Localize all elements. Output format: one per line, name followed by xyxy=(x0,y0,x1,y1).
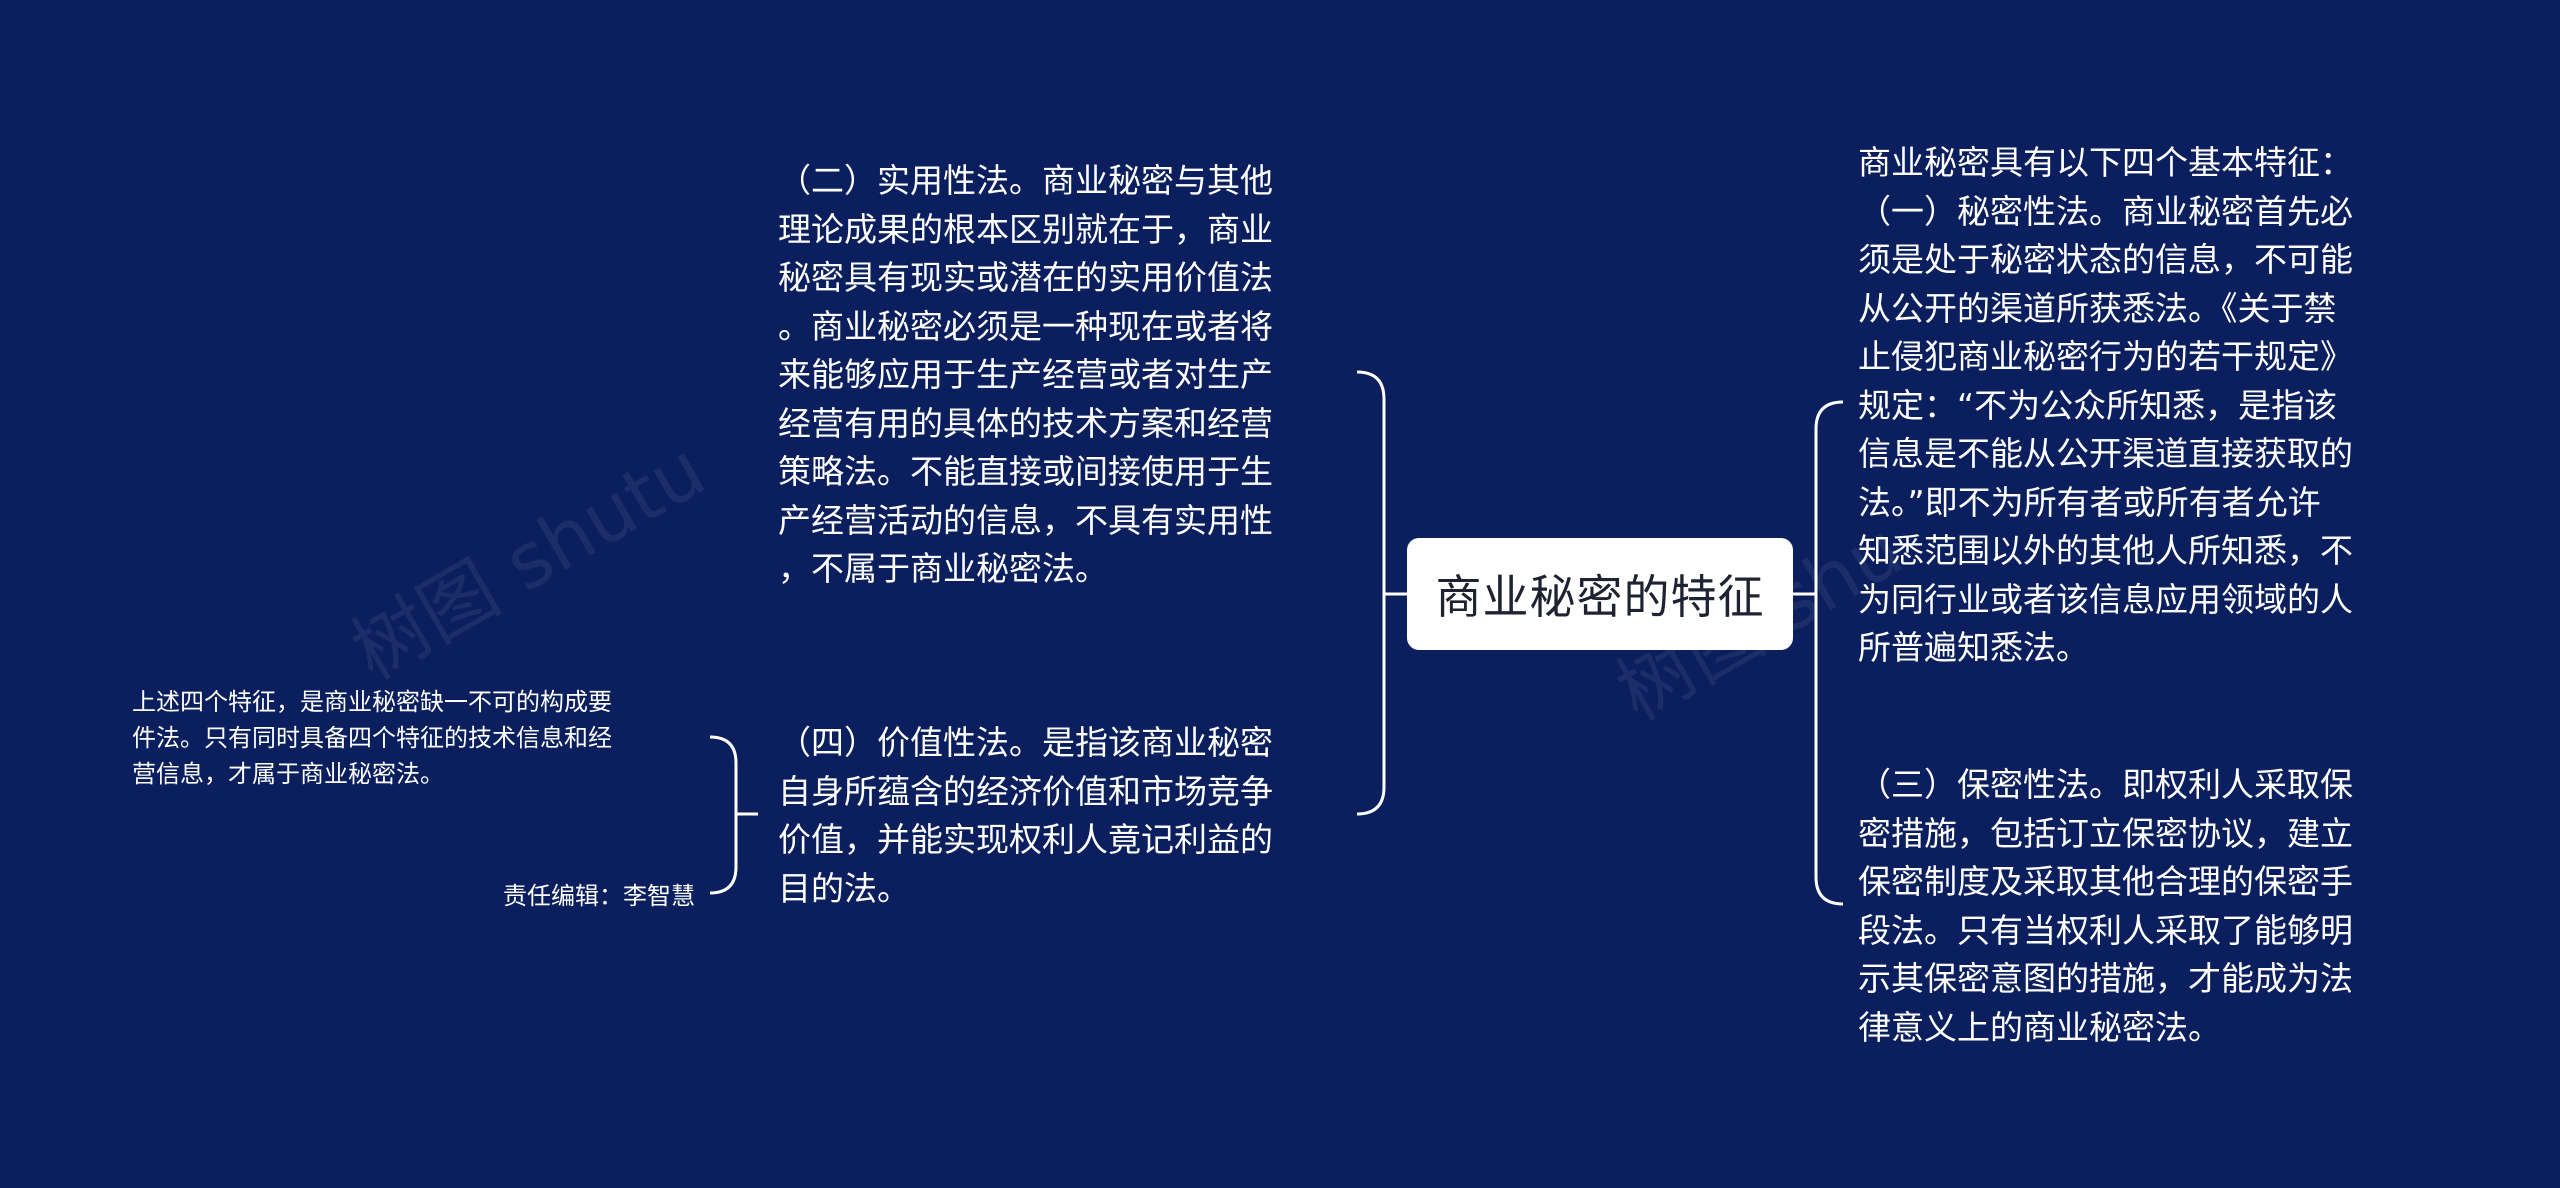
node-secrecy[interactable]: 商业秘密具有以下四个基本特征： （一）秘密性法。商业秘密首先必 须是处于秘密状态… xyxy=(1858,143,2353,667)
bracket-left xyxy=(1356,370,1386,816)
node-summary[interactable]: 上述四个特征，是商业秘密缺一不可的构成要 件法。只有同时具备四个特征的技术信息和… xyxy=(132,688,612,788)
bracket-right xyxy=(1814,400,1844,906)
bracket-sub xyxy=(709,735,738,895)
central-topic[interactable]: 商业秘密的特征 xyxy=(1407,538,1793,650)
node-editor[interactable]: 责任编辑：李智慧 xyxy=(503,882,695,910)
node-practical[interactable]: （二）实用性法。商业秘密与其他 理论成果的根本区别就在于，商业 秘密具有现实或潜… xyxy=(778,161,1273,588)
node-confidentiality[interactable]: （三）保密性法。即权利人采取保 密措施，包括订立保密协议，建立 保密制度及采取其… xyxy=(1858,765,2353,1047)
node-value[interactable]: （四）价值性法。是指该商业秘密 自身所蕴含的经济价值和市场竞争 价值，并能实现权… xyxy=(778,723,1273,908)
